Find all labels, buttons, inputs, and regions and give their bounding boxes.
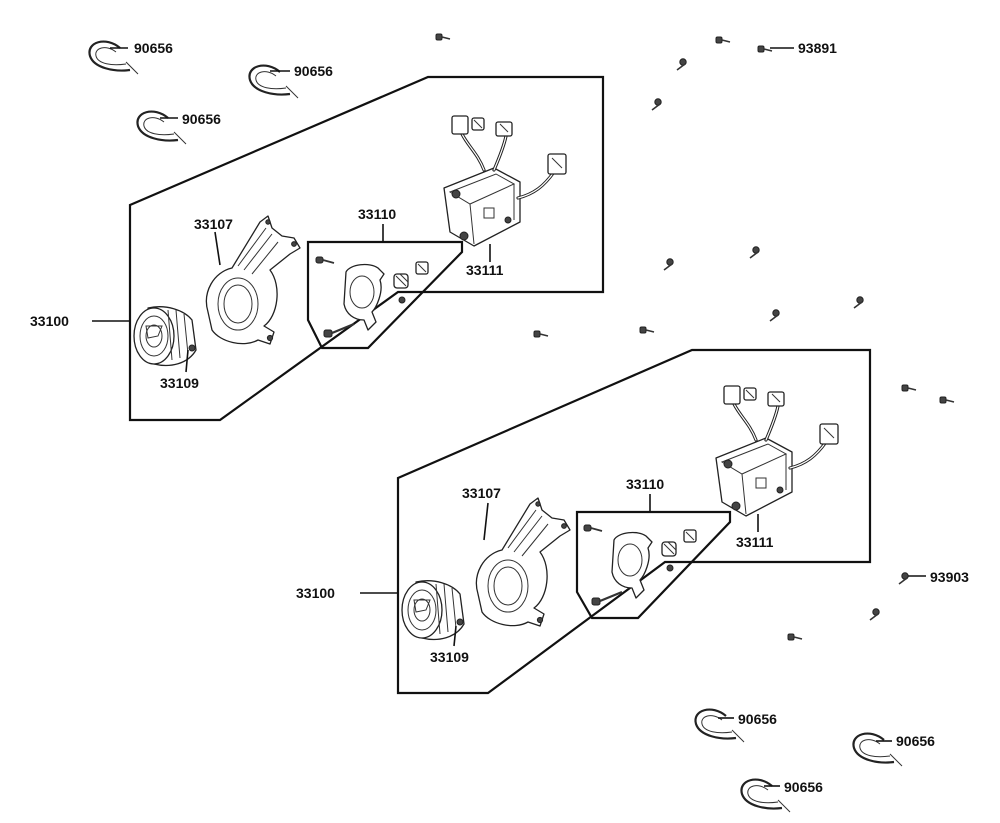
screw-icon	[435, 33, 451, 41]
part-label-clip: 90656	[134, 40, 173, 56]
part-label-clip: 90656	[896, 733, 935, 749]
part-label-screw: 93903	[930, 569, 969, 585]
lower-mounting-kit	[582, 523, 698, 607]
screw-icon	[869, 607, 881, 621]
lower-assembly-outline	[396, 348, 872, 695]
part-label-lamp: 33109	[160, 375, 199, 391]
screw-icon	[663, 257, 675, 271]
screw-icon	[757, 45, 773, 53]
upper-mounting-kit	[314, 255, 430, 339]
lower-kit-outline	[575, 510, 732, 620]
part-label-module: 33111	[466, 262, 504, 278]
hose-clip-icon	[694, 708, 746, 744]
leader-line	[483, 502, 489, 541]
screw-icon	[939, 396, 955, 404]
upper-bracket	[205, 215, 301, 345]
part-label-clip: 90656	[182, 111, 221, 127]
part-label-lamp: 33109	[430, 649, 469, 665]
part-label-screw: 93891	[798, 40, 837, 56]
lower-control-module	[714, 384, 840, 518]
part-label-clip: 90656	[738, 711, 777, 727]
screw-icon	[715, 36, 731, 44]
lower-fog-lamp	[401, 580, 465, 641]
screw-icon	[901, 384, 917, 392]
part-label-bracket: 33107	[462, 485, 501, 501]
upper-kit-outline	[306, 240, 464, 350]
screw-icon	[898, 571, 910, 585]
part-label-module: 33111	[736, 534, 774, 550]
upper-assembly-outline	[128, 75, 605, 422]
screw-icon	[749, 246, 761, 259]
part-label-assembly: 33100	[296, 585, 335, 601]
screw-icon	[769, 308, 781, 322]
leader-line	[453, 625, 457, 647]
part-label-kit: 33110	[626, 476, 664, 492]
screw-icon	[639, 326, 655, 334]
upper-control-module	[442, 114, 568, 248]
part-label-bracket: 33107	[194, 216, 233, 232]
part-label-clip: 90656	[784, 779, 823, 795]
lower-bracket	[475, 497, 571, 627]
hose-clip-icon	[136, 110, 188, 146]
screw-icon	[651, 98, 663, 111]
screw-icon	[676, 57, 688, 71]
leader-line	[214, 231, 221, 266]
leader-line	[185, 349, 189, 373]
part-label-clip: 90656	[294, 63, 333, 79]
screw-icon	[533, 330, 549, 338]
hose-clip-icon	[852, 732, 904, 768]
screw-icon	[853, 295, 865, 309]
part-label-assembly: 33100	[30, 313, 69, 329]
hose-clip-icon	[88, 40, 140, 76]
hose-clip-icon	[740, 778, 792, 814]
screw-icon	[787, 633, 803, 641]
part-label-kit: 33110	[358, 206, 396, 222]
